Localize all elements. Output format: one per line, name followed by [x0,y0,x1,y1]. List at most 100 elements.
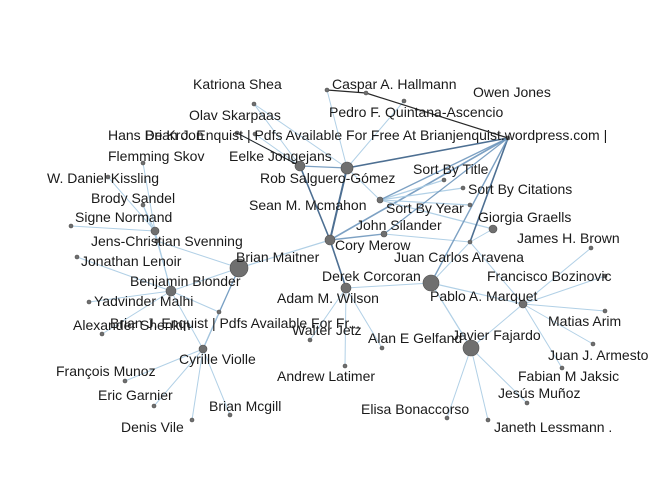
node-label: Brian Maitner [236,249,320,265]
node-label: Cory Merow [335,237,411,253]
node-label: Alan E Gelfand [368,330,462,346]
network-edges [70,89,606,421]
node-label: Eric Garnier [98,387,173,403]
network-node [462,339,480,357]
network-edge [202,311,220,350]
network-nodes [68,87,608,423]
network-node [518,299,528,309]
network-node [324,87,330,93]
network-edge [379,137,509,201]
network-node [441,177,447,183]
node-label: Rob Salguero-Gómez [260,170,395,186]
network-edge [326,89,367,94]
network-node [229,258,249,278]
node-label: Yadvinder Malhi [94,293,193,309]
node-label: Owen Jones [473,84,551,100]
node-label: Adam M. Wilson [277,290,379,306]
network-node [154,238,160,244]
network-node [602,308,608,314]
network-node [165,285,177,297]
network-edge [142,162,156,232]
network-edge [88,290,172,303]
network-node [252,131,258,137]
node-label: Jesús Muñoz [498,385,580,401]
node-label: Matias Arim [548,313,621,329]
node-label: Janeth Lessmann . [494,419,612,435]
network-edge [329,239,347,289]
network-edge [522,303,563,369]
node-label: Cyrille Violle [179,351,256,367]
network-edge [379,187,464,201]
network-node [151,403,157,409]
node-label: Andrew Latimer [277,368,375,384]
network-node [485,417,491,423]
network-edge [170,267,240,292]
network-edge [344,287,347,367]
node-label: Flemming Skov [108,148,204,164]
network-edge [156,240,172,292]
node-label: Javier Fajardo [452,327,541,343]
network-node [401,98,407,104]
node-label: Sort By Year [386,200,464,216]
network-node [376,196,384,204]
node-label: Derek Corcoran [322,268,421,284]
network-edge [522,303,594,345]
network-edge [383,233,471,243]
network-node [74,254,80,260]
network-node [251,101,257,107]
network-edge [153,348,204,407]
node-label: Francisco Bozinovic [487,268,612,284]
network-edge [379,179,445,201]
node-label: W. Daniel Kissling [47,170,159,186]
network-node [307,337,313,343]
network-edge [469,228,494,243]
network-edge [70,225,156,232]
network-node [524,400,530,406]
network-edge [430,241,471,284]
network-node [150,226,160,236]
network-node [559,365,565,371]
network-edge [345,282,432,289]
network-node [467,202,473,208]
network-edge [470,347,489,421]
network-node [140,160,146,166]
network-node [122,378,128,384]
network-node [340,282,352,294]
network-edge [76,256,172,292]
network-node [294,160,306,172]
network-edge [522,247,592,305]
network-node [602,273,608,279]
network-edge [191,348,204,421]
network-edge [446,347,472,419]
node-label: Denis Vile [121,419,184,435]
node-label: Jens-Christian Svenning [91,233,243,249]
node-label: Alexander Shenkin [73,317,191,333]
network-node [105,174,111,180]
network-node [505,135,511,141]
network-node [379,345,385,351]
node-labels: Katriona Shea Caspar A. Hallmann Owen Jo… [47,76,649,435]
network-edge [430,282,472,349]
network-edge [236,132,301,167]
network-edge [522,303,606,312]
network-edge [170,290,204,350]
network-node [86,299,92,305]
node-label: Pedro F. Quintana-Ascencio [329,104,504,120]
network-node [422,274,440,292]
network-edge [329,137,509,241]
network-edge [329,233,385,241]
network-node [467,239,473,245]
node-label: Brian J. Enquist | Pdfs Available For Fr… [145,127,607,143]
network-edge [170,290,220,313]
node-label: Benjamin Blonder [130,273,241,289]
network-edge [253,103,348,169]
node-label: John Silander [356,217,442,233]
node-label: Juan Carlos Aravena [394,249,524,265]
network-edge [365,92,509,139]
node-label: Giorgia Graells [478,209,571,225]
node-label: Eelke Jongejans [229,148,332,164]
network-edge [470,303,524,349]
network-edge [379,199,494,230]
network-node [488,224,498,234]
network-node [588,245,594,251]
